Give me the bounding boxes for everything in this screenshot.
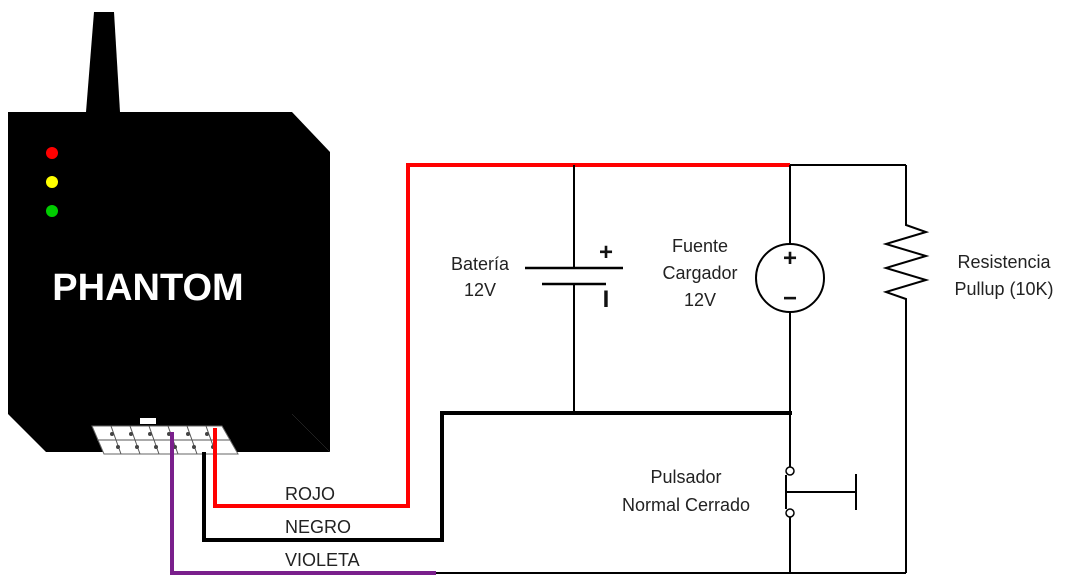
pushbutton-label-line1: Pulsador [650, 467, 721, 487]
charger-label-line1: Fuente [672, 236, 728, 256]
battery-symbol [525, 165, 623, 413]
wire-violet-label: VIOLETA [285, 550, 360, 570]
pushbutton-label-line2: Normal Cerrado [622, 495, 750, 515]
device-box-side [292, 112, 330, 452]
battery-label-line2: 12V [464, 280, 496, 300]
battery-label-line1: Batería [451, 254, 510, 274]
led-green-icon [46, 205, 58, 217]
wire-black-label: NEGRO [285, 517, 351, 537]
pushbutton-symbol [785, 413, 857, 573]
resistor-label-line2: Pullup (10K) [954, 279, 1053, 299]
charger-plus-sign: + [783, 245, 797, 272]
led-yellow-icon [46, 176, 58, 188]
wire-violet [170, 432, 436, 575]
antenna-icon [86, 12, 120, 112]
charger-minus-sign: − [783, 285, 797, 312]
battery-plus-sign: + [599, 239, 613, 266]
resistor-symbol [882, 165, 930, 573]
device-name: PHANTOM [52, 267, 243, 309]
led-red-icon [46, 147, 58, 159]
battery-minus-sign: I [603, 286, 610, 313]
wire-black [202, 411, 792, 542]
device-box-front [8, 112, 292, 414]
wire-red-label: ROJO [285, 484, 335, 504]
wire-red [213, 163, 790, 508]
charger-label-line3: 12V [684, 290, 716, 310]
resistor-label-line1: Resistencia [957, 252, 1051, 272]
charger-source-symbol [755, 165, 825, 413]
charger-label-line2: Cargador [662, 263, 737, 283]
